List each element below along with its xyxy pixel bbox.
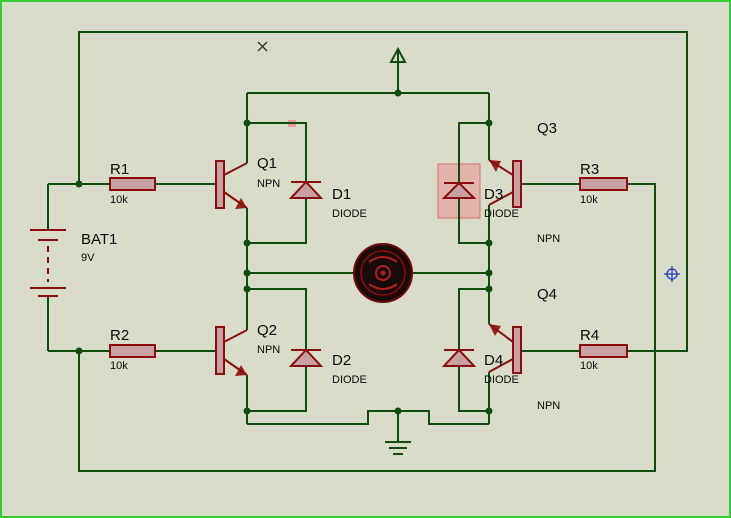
diode-d3-type: DIODE xyxy=(484,208,519,220)
transistor-q2-type: NPN xyxy=(257,344,280,356)
transistor-q4[interactable]: Q4 NPN xyxy=(488,286,560,412)
transistor-q3-type: NPN xyxy=(537,233,560,245)
diode-d2-type: DIODE xyxy=(332,374,367,386)
motor-icon[interactable] xyxy=(353,243,413,303)
resistor-r3[interactable]: R3 10k xyxy=(579,161,628,206)
resistor-r2[interactable]: R2 10k xyxy=(109,327,156,372)
ground-terminal-icon[interactable] xyxy=(385,441,411,455)
resistor-r2-value: 10k xyxy=(110,360,128,372)
transistor-q4-type: NPN xyxy=(537,400,560,412)
resistor-r2-ref: R2 xyxy=(110,327,129,344)
resistor-r1[interactable]: R1 10k xyxy=(109,161,156,206)
diode-d2[interactable]: D2 DIODE xyxy=(288,348,367,386)
resistor-r4-value: 10k xyxy=(580,360,598,372)
diode-d4-type: DIODE xyxy=(484,374,519,386)
diode-d1-type: DIODE xyxy=(332,208,367,220)
battery-bat1[interactable]: BAT1 9V xyxy=(30,229,117,297)
resistor-r1-ref: R1 xyxy=(110,161,129,178)
diode-d3[interactable]: D3 DIODE xyxy=(441,181,519,220)
resistor-r4[interactable]: R4 10k xyxy=(579,327,628,372)
transistor-q3[interactable]: Q3 NPN xyxy=(488,120,560,245)
transistor-q1-type: NPN xyxy=(257,178,280,190)
battery-ref: BAT1 xyxy=(81,231,117,248)
diode-d4-ref: D4 xyxy=(484,352,503,369)
resistor-r4-ref: R4 xyxy=(580,327,599,344)
resistor-r3-value: 10k xyxy=(580,194,598,206)
diode-d3-ref: D3 xyxy=(484,186,503,203)
diode-d4[interactable]: D4 DIODE xyxy=(441,348,519,386)
transistor-q1-ref: Q1 xyxy=(257,155,277,172)
cross-marker-icon xyxy=(257,41,268,52)
transistor-q2[interactable]: Q2 NPN xyxy=(215,322,280,376)
battery-value: 9V xyxy=(81,252,95,264)
diode-d1[interactable]: D1 DIODE xyxy=(288,180,367,220)
resistor-r3-ref: R3 xyxy=(580,161,599,178)
diode-d1-ref: D1 xyxy=(332,186,351,203)
diode-d2-ref: D2 xyxy=(332,352,351,369)
transistor-q3-ref: Q3 xyxy=(537,120,557,137)
transistor-q4-ref: Q4 xyxy=(537,286,557,303)
junction-nodes xyxy=(75,89,493,415)
resistor-r1-value: 10k xyxy=(110,194,128,206)
origin-marker-icon xyxy=(664,266,680,282)
transistor-q1[interactable]: Q1 NPN xyxy=(215,155,280,209)
transistor-q2-ref: Q2 xyxy=(257,322,277,339)
power-terminal-icon[interactable] xyxy=(389,46,407,63)
